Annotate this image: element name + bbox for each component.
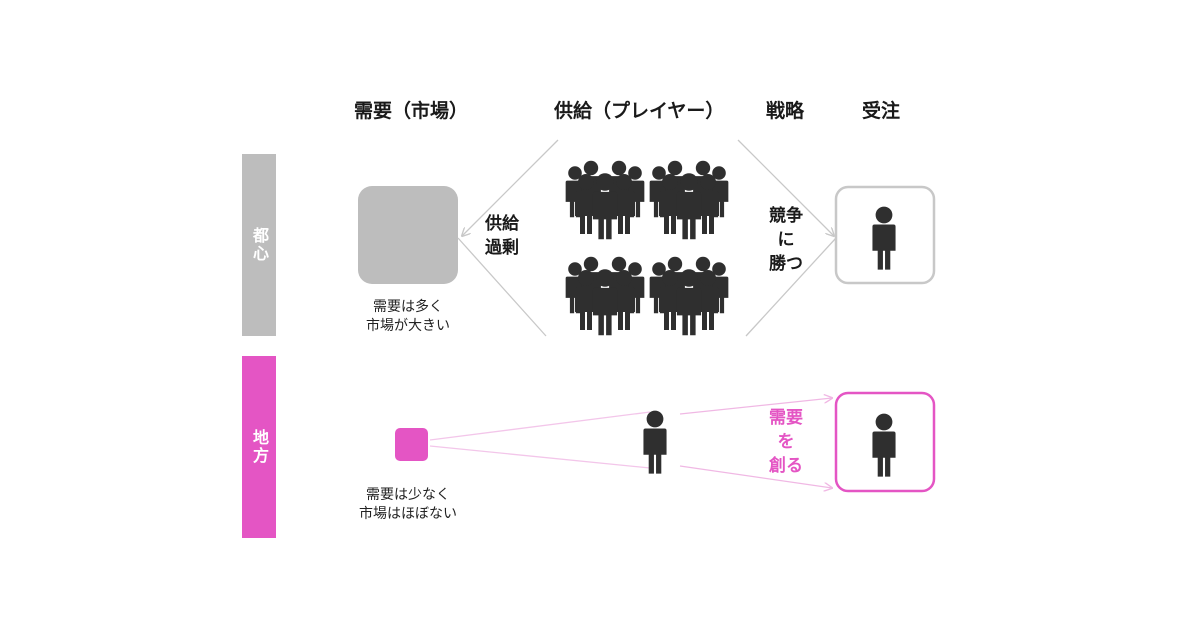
urban-demand-box <box>358 186 458 284</box>
row-label-urban: 都心 <box>242 154 276 336</box>
regional-demand-box <box>395 428 428 461</box>
people-group-icon <box>650 161 729 239</box>
row-label-regional: 地方 <box>242 356 276 538</box>
urban-strategy-line3: 勝つ <box>769 254 803 274</box>
urban-compete-arrow-lower <box>745 237 837 337</box>
regional-order-box <box>834 391 936 493</box>
urban-strategy-line2: に <box>777 230 795 250</box>
urban-demand-caption: 需要は多く 市場が大きい <box>348 298 468 336</box>
urban-demand-caption-line1: 需要は多く <box>373 299 443 315</box>
urban-oversupply-line2: 過剰 <box>485 238 519 258</box>
regional-strategy-line2: を <box>777 432 795 452</box>
regional-strategy-line3: 創る <box>769 456 803 476</box>
person-icon <box>872 206 896 270</box>
row-label-urban-text: 都心 <box>250 227 269 263</box>
urban-order-box <box>834 185 936 285</box>
urban-compete-arrow-upper <box>737 139 834 236</box>
urban-supply-arrow-lower <box>457 237 547 337</box>
urban-strategy-line1: 競争 <box>769 206 803 226</box>
regional-create-arrow-upper <box>679 398 832 415</box>
urban-supply-arrow-upper <box>462 139 559 236</box>
person-icon <box>643 410 667 474</box>
urban-oversupply-label: 供給 過剰 <box>476 212 528 260</box>
row-label-regional-text: 地方 <box>250 429 269 465</box>
header-demand: 需要（市場） <box>354 100 469 122</box>
urban-players <box>566 161 729 335</box>
regional-strategy-label: 需要 を 創る <box>760 406 812 478</box>
regional-create-arrow-lower <box>679 465 832 488</box>
regional-line-lower <box>429 445 651 469</box>
regional-strategy-line1: 需要 <box>769 408 803 428</box>
urban-strategy-label: 競争 に 勝つ <box>760 204 812 276</box>
people-group-icon <box>566 161 645 239</box>
person-icon <box>872 413 896 477</box>
header-strategy: 戦略 <box>766 100 805 122</box>
header-order: 受注 <box>862 100 901 122</box>
urban-oversupply-line1: 供給 <box>485 214 519 234</box>
regional-line-upper <box>429 411 651 441</box>
regional-demand-caption: 需要は少なく 市場はほぼない <box>344 486 472 524</box>
regional-demand-caption-line2: 市場はほぼない <box>359 506 457 522</box>
regional-demand-caption-line1: 需要は少なく <box>366 487 450 503</box>
urban-demand-caption-line2: 市場が大きい <box>366 318 450 334</box>
header-supply: 供給（プレイヤー） <box>554 100 725 122</box>
people-group-icon <box>650 257 729 335</box>
people-group-icon <box>566 257 645 335</box>
